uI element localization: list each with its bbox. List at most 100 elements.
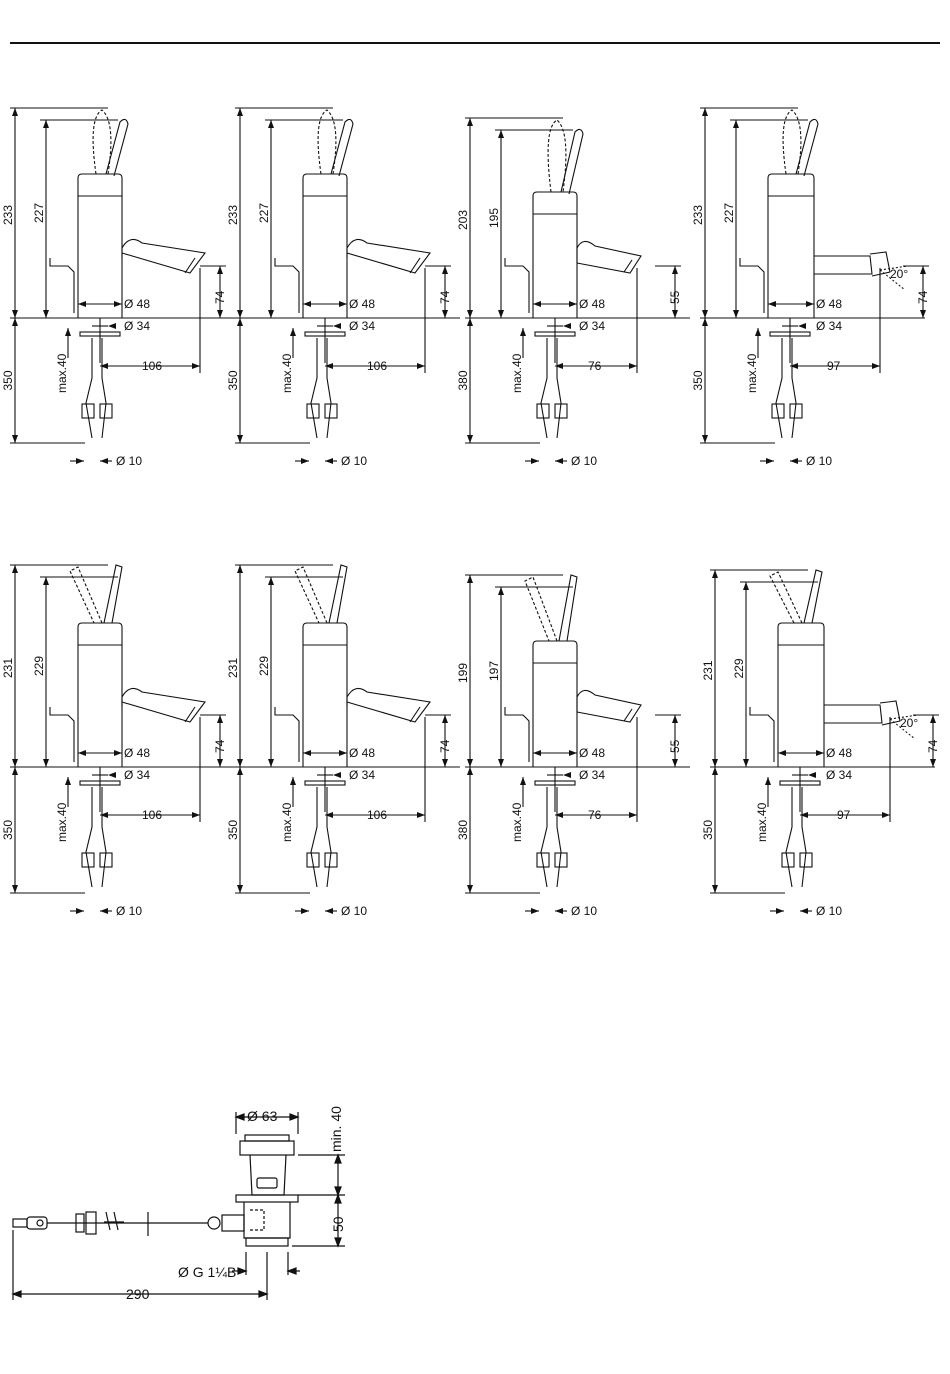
height-spout-label: 227 (32, 203, 46, 223)
dim-arrow (467, 310, 473, 318)
dim-arrow (268, 577, 274, 585)
max-thickness-label: max.40 (55, 802, 69, 842)
pop-up-rod (749, 707, 775, 762)
dim-arrow (531, 458, 539, 464)
hose-nut (306, 403, 320, 419)
dim-arrow (78, 750, 86, 756)
height-total-label: 199 (456, 663, 470, 683)
faucet-body (532, 640, 578, 767)
dim-arrow (467, 767, 473, 775)
pipe-diameter-label: Ø 10 (341, 454, 367, 468)
lever-open (524, 576, 558, 642)
dim-arrow (930, 759, 936, 767)
lever-open (69, 566, 103, 624)
rod-nut (75, 1213, 85, 1233)
hose-nut (99, 852, 113, 868)
dim-arrow (76, 458, 84, 464)
dim-arrow (882, 812, 890, 818)
reach-label: 76 (588, 359, 602, 373)
supply-hose (310, 338, 318, 439)
hose-nut (536, 852, 550, 868)
rod-clip (104, 1211, 124, 1231)
waste-plug-ring (239, 1140, 295, 1156)
dim-arrow (339, 301, 347, 307)
body-diameter-label: Ø 48 (579, 297, 605, 311)
supply-hose (801, 787, 807, 888)
height-spout-label: 197 (487, 661, 501, 681)
waste-length-label: 290 (126, 1286, 150, 1302)
dim-arrow (920, 266, 926, 274)
pop-up-rod (504, 258, 530, 313)
spout-tip (409, 257, 421, 274)
spout-height-label: 55 (668, 739, 682, 753)
faucet-body (302, 622, 348, 767)
dim-arrow (790, 458, 798, 464)
pop-up-rod (49, 707, 75, 762)
reach-label: 106 (367, 359, 387, 373)
dim-arrow (872, 363, 880, 369)
dim-arrow (65, 777, 71, 785)
pipe-diameter-label: Ø 10 (341, 904, 367, 918)
dim-arrow (778, 750, 786, 756)
lever-loop-open (92, 109, 112, 175)
rod-knob (12, 1218, 28, 1228)
dim-arrow (217, 310, 223, 318)
dim-arrow (467, 435, 473, 443)
dim-arrow (268, 310, 274, 318)
dim-arrow (555, 363, 563, 369)
dim-arrow (78, 301, 86, 307)
dim-arrow (76, 908, 84, 914)
hose-nut (799, 852, 813, 868)
supply-hose (326, 338, 332, 439)
dim-arrow (569, 301, 577, 307)
height-total-label: 233 (691, 205, 705, 225)
lever-loop (330, 118, 354, 177)
dim-arrow (290, 777, 296, 785)
reach-label: 106 (367, 808, 387, 822)
dim-arrow (467, 118, 473, 126)
dim-arrow (339, 750, 347, 756)
lever-stick (558, 574, 578, 642)
dim-arrow (192, 812, 200, 818)
lever-stick (103, 564, 123, 624)
supply-hose (326, 787, 332, 888)
hose-nut (324, 852, 338, 868)
dim-arrow (702, 435, 708, 443)
dim-arrow (467, 575, 473, 583)
dim-arrow (237, 435, 243, 443)
waste-thread-label: Ø G 1¼B (178, 1264, 236, 1280)
dim-arrow (237, 108, 243, 116)
height-below-label: 380 (456, 370, 470, 390)
supply-hose (540, 338, 548, 439)
dim-arrow (268, 120, 274, 128)
dim-arrow (43, 577, 49, 585)
supply-hose (785, 787, 793, 888)
lever-loop (105, 118, 129, 177)
dim-arrow (43, 759, 49, 767)
dim-arrow (712, 767, 718, 775)
dim-arrow (702, 318, 708, 326)
spout-height-label: 74 (213, 739, 227, 753)
dim-arrow (192, 363, 200, 369)
max-thickness-label: max.40 (280, 353, 294, 393)
height-total-label: 233 (1, 205, 15, 225)
dim-arrow (301, 458, 309, 464)
dim-arrow (100, 812, 108, 818)
dim-arrow (467, 318, 473, 326)
body-diameter-label: Ø 48 (349, 746, 375, 760)
waste-inner-dashed (250, 1209, 265, 1231)
spout-tip (409, 706, 421, 723)
max-thickness-label: max.40 (510, 802, 524, 842)
supply-hose (791, 338, 797, 439)
dim-arrow (672, 266, 678, 274)
hose-nut (554, 403, 568, 419)
supply-hose (540, 787, 548, 888)
lever-open (294, 566, 328, 624)
height-total-label: 231 (701, 660, 715, 680)
dim-arrow (498, 310, 504, 318)
dim-arrow (533, 301, 541, 307)
waste-plug-cap (244, 1134, 290, 1142)
